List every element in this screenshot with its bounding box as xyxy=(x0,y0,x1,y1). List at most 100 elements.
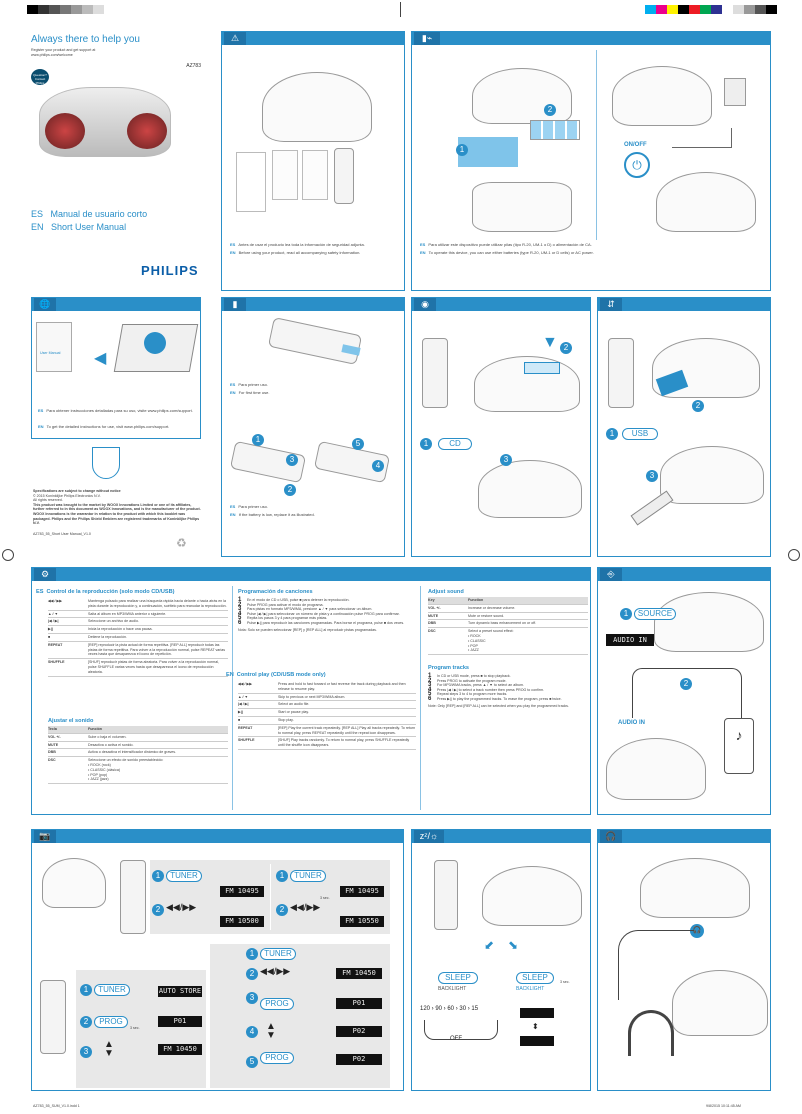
preset-item: POP xyxy=(468,644,588,649)
remote-illustration xyxy=(422,338,448,408)
seek-buttons-b[interactable]: ◀◀/▶▶ xyxy=(290,902,321,912)
step-1-badge: 1 xyxy=(456,144,468,156)
usb-player-bottom xyxy=(660,446,764,504)
row-value: Mute or restore sound. xyxy=(468,613,505,618)
usb-button[interactable]: USB xyxy=(622,428,658,440)
headphone-panel: 🎧 🎧 xyxy=(597,829,771,1091)
usb-icon: ⇵ xyxy=(600,298,622,311)
sleep-button[interactable]: SLEEP xyxy=(438,972,478,984)
speaker-left xyxy=(45,113,85,149)
color-swatch xyxy=(38,5,49,14)
display-2: FM 10500 xyxy=(220,916,264,927)
row-key: DBB xyxy=(428,621,436,626)
aux-cable xyxy=(632,668,742,718)
headphone-player-top xyxy=(640,858,750,918)
backlight-display-1 xyxy=(520,1008,554,1018)
step-1d-badge: 1 xyxy=(246,948,258,960)
remote-illustration xyxy=(608,338,634,408)
sleep-panel: zᶻ/☼ ⬋ ⬊ SLEEP SLEEP BACKLIGHT BACKLIGHT… xyxy=(411,829,591,1091)
sleep-button-b[interactable]: SLEEP xyxy=(516,972,554,984)
up-down-buttons-d[interactable]: ▲▼ xyxy=(266,1021,276,1041)
source-button[interactable]: SOURCE xyxy=(634,608,676,620)
step-1-badge: 1 xyxy=(152,870,164,882)
panel-divider-1 xyxy=(232,586,233,810)
play-en-table: ◀◀ / ▶▶Press and hold to fast forward or… xyxy=(238,681,416,750)
color-calibration-bar-left xyxy=(27,5,115,14)
tuner-button-b[interactable]: TUNER xyxy=(290,870,326,882)
audio-in-display: AUDIO IN xyxy=(606,634,654,646)
battery-cells xyxy=(530,120,580,140)
table-row: ◀◀ / ▶▶Press and hold to fast forward or… xyxy=(238,681,416,694)
tuner-panel: 📷 1 TUNER 2 ◀◀/▶▶ FM 10495 FM 10500 1 TU… xyxy=(31,829,404,1091)
prog-button[interactable]: PROG xyxy=(94,1016,128,1028)
cd-button[interactable]: CD xyxy=(438,438,472,450)
step-1-badge: 1 xyxy=(620,608,632,620)
table-row: SHUFFLE[SHUF] reproducir pistas de forma… xyxy=(48,659,228,677)
audio-in-label: AUDIO IN xyxy=(618,720,645,726)
row-key: MUTE xyxy=(428,613,439,618)
panel-header xyxy=(412,32,770,45)
color-swatch xyxy=(71,5,82,14)
lang-es: ES xyxy=(230,504,236,509)
battery-compartment-illustration xyxy=(472,68,572,124)
row-key: ▲ / ▼ xyxy=(238,694,249,699)
cd-player-open xyxy=(478,460,582,518)
seek-buttons[interactable]: ◀◀/▶▶ xyxy=(166,902,197,912)
backlight-label-2: BACKLIGHT xyxy=(516,986,545,992)
tuner-button-d[interactable]: TUNER xyxy=(260,948,296,960)
step-2-badge: 2 xyxy=(152,904,164,916)
usb-stick xyxy=(630,490,674,526)
row-value: Seleccione un archivo de audio. xyxy=(88,619,139,624)
color-swatch xyxy=(744,5,755,14)
table-row: MUTE Mute or restore sound. xyxy=(428,613,588,621)
tuner-button-c[interactable]: TUNER xyxy=(94,984,130,996)
prog-en-title: Program tracks xyxy=(428,665,470,671)
step-number: 6 xyxy=(428,695,432,702)
preset-item: CLASSIC (clásica) xyxy=(88,768,228,773)
headphones-illustration xyxy=(628,1010,674,1056)
row-value: [REP] reproducir la pista actual de form… xyxy=(88,642,226,657)
step-2-badge: 2 xyxy=(560,342,572,354)
row-key: SHUFFLE xyxy=(238,738,255,743)
row-value: Turn dynamic bass enhancement on or off. xyxy=(468,621,537,626)
lang-en: EN xyxy=(230,250,236,255)
up-down-buttons[interactable]: ▲▼ xyxy=(104,1039,114,1059)
color-swatch xyxy=(722,5,733,14)
table-row: ▲ / ▼Salta al álbum en MP3/WMA anterior … xyxy=(48,611,228,619)
prog-button-d[interactable]: PROG xyxy=(260,998,294,1010)
prog-button-e[interactable]: PROG xyxy=(260,1052,294,1064)
sound-es-title: Ajustar el sonido xyxy=(48,718,94,724)
power-en: To operate this device, you can use eith… xyxy=(428,250,594,255)
preset-list: ROCK (rock)CLASSIC (clásica)POP (pop)JAZ… xyxy=(88,763,228,782)
manual-illustration xyxy=(272,150,298,200)
step-number: 3 xyxy=(238,606,242,613)
mp3-player: ♪ xyxy=(724,718,754,774)
step-number: 2 xyxy=(238,601,242,608)
panel-header xyxy=(32,568,590,581)
step-text: Press |◀ / ▶| to select a track number t… xyxy=(437,687,545,692)
step-text: In CD or USB mode, press ■ to stop playb… xyxy=(437,674,511,678)
toggle-arrow-icon: ⬍ xyxy=(532,1022,539,1031)
onoff-label: ON/OFF xyxy=(624,142,647,148)
color-swatch xyxy=(700,5,711,14)
tuner-button[interactable]: TUNER xyxy=(166,870,202,882)
step-5d-badge: 5 xyxy=(246,1056,258,1068)
backlight-label-1: BACKLIGHT xyxy=(438,986,467,992)
seek-buttons-d[interactable]: ◀◀/▶▶ xyxy=(260,966,291,976)
preset-item: CLASSIC xyxy=(468,639,588,644)
table-row: VOL +/-Sube o baja el volumen. xyxy=(48,734,228,742)
header-key: Key xyxy=(428,598,435,602)
step-note: Note: Only [REP] and [REP ALL] can be se… xyxy=(428,703,569,708)
row-value: Select a preset sound effect: xyxy=(468,629,514,634)
row-value-wrap: Select a preset sound effect:ROCKCLASSIC… xyxy=(468,629,588,653)
